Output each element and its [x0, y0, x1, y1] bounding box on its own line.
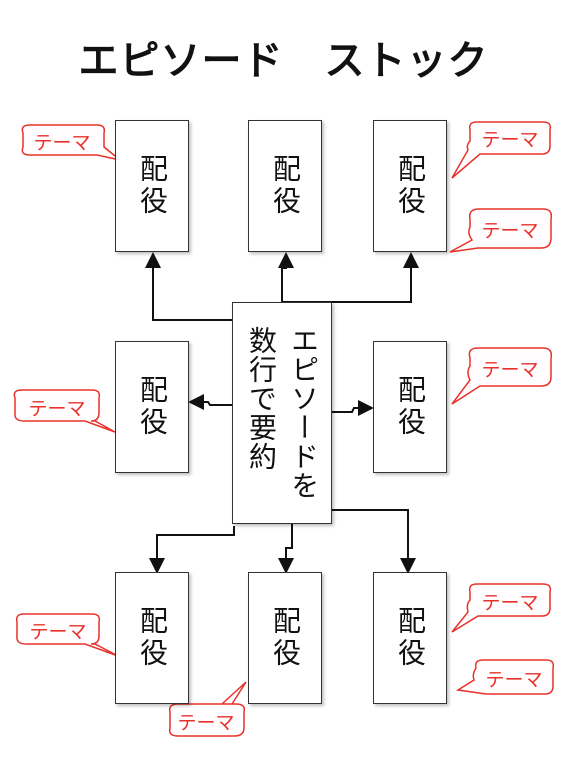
arrow-to-top-middle — [278, 252, 294, 302]
theme-bubble-middle-right-shape — [451, 347, 553, 405]
theme-bubble-bottom-right-1-shape — [451, 583, 552, 633]
arrow-to-bottom-left — [149, 526, 235, 574]
theme-bubble-middle-right: テーマ — [481, 359, 539, 381]
role-box-top-middle: 配役 — [248, 120, 322, 252]
role-label: 配役 — [269, 154, 302, 218]
role-box-middle-right: 配役 — [373, 341, 447, 473]
theme-bubble-top-left: テーマ — [33, 132, 91, 154]
role-label: 配役 — [136, 606, 169, 670]
role-box-top-left: 配役 — [115, 120, 189, 252]
theme-bubble-bottom-left: テーマ — [29, 621, 87, 643]
theme-bubble-top-right-2: テーマ — [481, 220, 539, 242]
theme-bubble-bottom-right-1: テーマ — [481, 592, 539, 614]
theme-bubble-top-right-2-shape — [449, 208, 553, 253]
theme-bubble-bottom-right-2: テーマ — [485, 669, 543, 691]
arrow-to-middle-left — [188, 394, 232, 410]
role-box-bottom-middle: 配役 — [248, 572, 322, 704]
theme-bubble-top-right-1: テーマ — [481, 129, 539, 151]
arrow-to-bottom-middle — [278, 524, 294, 574]
role-label: 配役 — [394, 606, 427, 670]
role-box-bottom-left: 配役 — [115, 572, 189, 704]
theme-bubble-bottom-middle: テーマ — [177, 712, 235, 734]
role-box-middle-left: 配役 — [115, 341, 189, 473]
role-box-top-right: 配役 — [373, 120, 447, 252]
theme-bubble-top-left-shape — [21, 124, 121, 161]
arrow-to-bottom-right — [332, 509, 416, 574]
theme-bubble-bottom-middle-shape — [168, 681, 247, 737]
role-label: 配役 — [136, 154, 169, 218]
diagram-title: エピソード ストック — [78, 38, 489, 84]
role-label: 配役 — [136, 375, 169, 439]
arrow-to-top-right — [282, 252, 419, 303]
arrow-to-top-left — [145, 252, 234, 321]
arrow-to-middle-right — [332, 400, 374, 416]
theme-bubble-bottom-left-shape — [15, 613, 119, 657]
theme-bubble-middle-left: テーマ — [28, 398, 86, 420]
episode-summary-label: エピソードを 数行で要約 — [245, 326, 320, 500]
role-label: 配役 — [394, 154, 427, 218]
theme-bubble-middle-left-shape — [13, 389, 116, 433]
episode-summary-box: エピソードを 数行で要約 — [232, 302, 332, 524]
theme-bubble-top-right-1-shape — [451, 121, 552, 179]
role-box-bottom-right: 配役 — [373, 572, 447, 704]
role-label: 配役 — [394, 375, 427, 439]
role-label: 配役 — [269, 606, 302, 670]
theme-bubble-bottom-right-2-shape — [455, 659, 555, 695]
